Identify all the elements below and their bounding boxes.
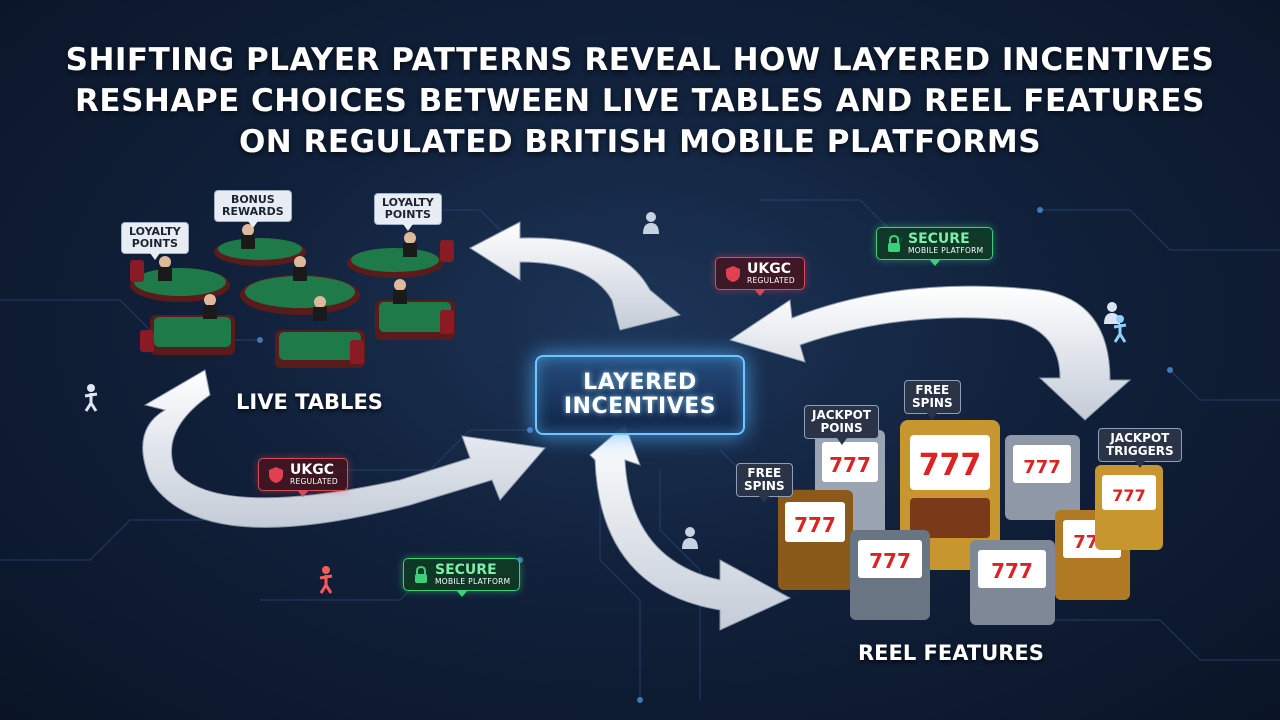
slot-machine-right-1: 777 xyxy=(1005,435,1080,520)
title-line-1: SHIFTING PLAYER PATTERNS REVEAL HOW LAYE… xyxy=(65,42,1215,78)
secure-badge-top: SECURE MOBILE PLATFORM xyxy=(876,227,994,266)
player-icon xyxy=(643,212,659,234)
slot-machine-front-2: 777 xyxy=(970,540,1055,625)
shield-icon xyxy=(269,466,283,483)
live-tables-label: LIVE TABLES xyxy=(236,390,383,414)
svg-text:777: 777 xyxy=(829,453,871,477)
slot-machine-right-3: 777 xyxy=(1095,465,1163,550)
lock-icon xyxy=(888,234,900,252)
live-tables-illustration xyxy=(130,224,455,368)
player-icon xyxy=(1113,315,1127,343)
arrow-tables-to-hub xyxy=(142,369,546,528)
svg-text:777: 777 xyxy=(1112,486,1145,505)
lock-icon xyxy=(415,565,427,583)
table-2 xyxy=(214,224,306,266)
table-3 xyxy=(240,256,360,315)
svg-text:777: 777 xyxy=(869,549,911,573)
svg-text:777: 777 xyxy=(1023,457,1061,478)
player-icon xyxy=(84,384,98,412)
shield-icon xyxy=(726,265,740,282)
slot-machine-left-2: 777 xyxy=(778,490,853,590)
arrow-hub-to-reels xyxy=(728,285,1132,421)
table-4 xyxy=(347,232,454,278)
table-7 xyxy=(375,279,455,340)
player-icon xyxy=(319,566,333,594)
table-5 xyxy=(140,294,235,355)
title-line-3: ON REGULATED BRITISH MOBILE PLATFORMS xyxy=(238,124,1042,160)
svg-text:777: 777 xyxy=(919,448,982,483)
slot-machine-front-1: 777 xyxy=(850,530,930,620)
page-title: SHIFTING PLAYER PATTERNS REVEAL HOW LAYE… xyxy=(0,40,1280,163)
hub-line-2: INCENTIVES xyxy=(563,394,717,419)
secure-badge-bottom: SECURE MOBILE PLATFORM xyxy=(403,558,521,597)
layered-incentives-hub: LAYERED INCENTIVES xyxy=(535,355,745,435)
title-line-2: RESHAPE CHOICES BETWEEN LIVE TABLES AND … xyxy=(75,83,1205,119)
player-icon xyxy=(682,527,698,549)
reel-features-label: REEL FEATURES xyxy=(858,641,1044,665)
hub-line-1: LAYERED xyxy=(583,370,697,395)
table-6 xyxy=(275,296,365,368)
reel-machines-illustration: 777 777 777 777 777 777 xyxy=(778,420,1163,625)
svg-text:777: 777 xyxy=(991,559,1033,583)
arrow-reels-to-hub xyxy=(589,424,792,631)
player-icon xyxy=(1104,302,1120,324)
ukgc-badge-left: UKGC REGULATED xyxy=(258,458,348,497)
svg-text:777: 777 xyxy=(794,513,836,537)
table-1 xyxy=(130,256,230,302)
ukgc-badge-top: UKGC REGULATED xyxy=(715,257,805,296)
arrow-hub-to-tables xyxy=(469,221,682,331)
